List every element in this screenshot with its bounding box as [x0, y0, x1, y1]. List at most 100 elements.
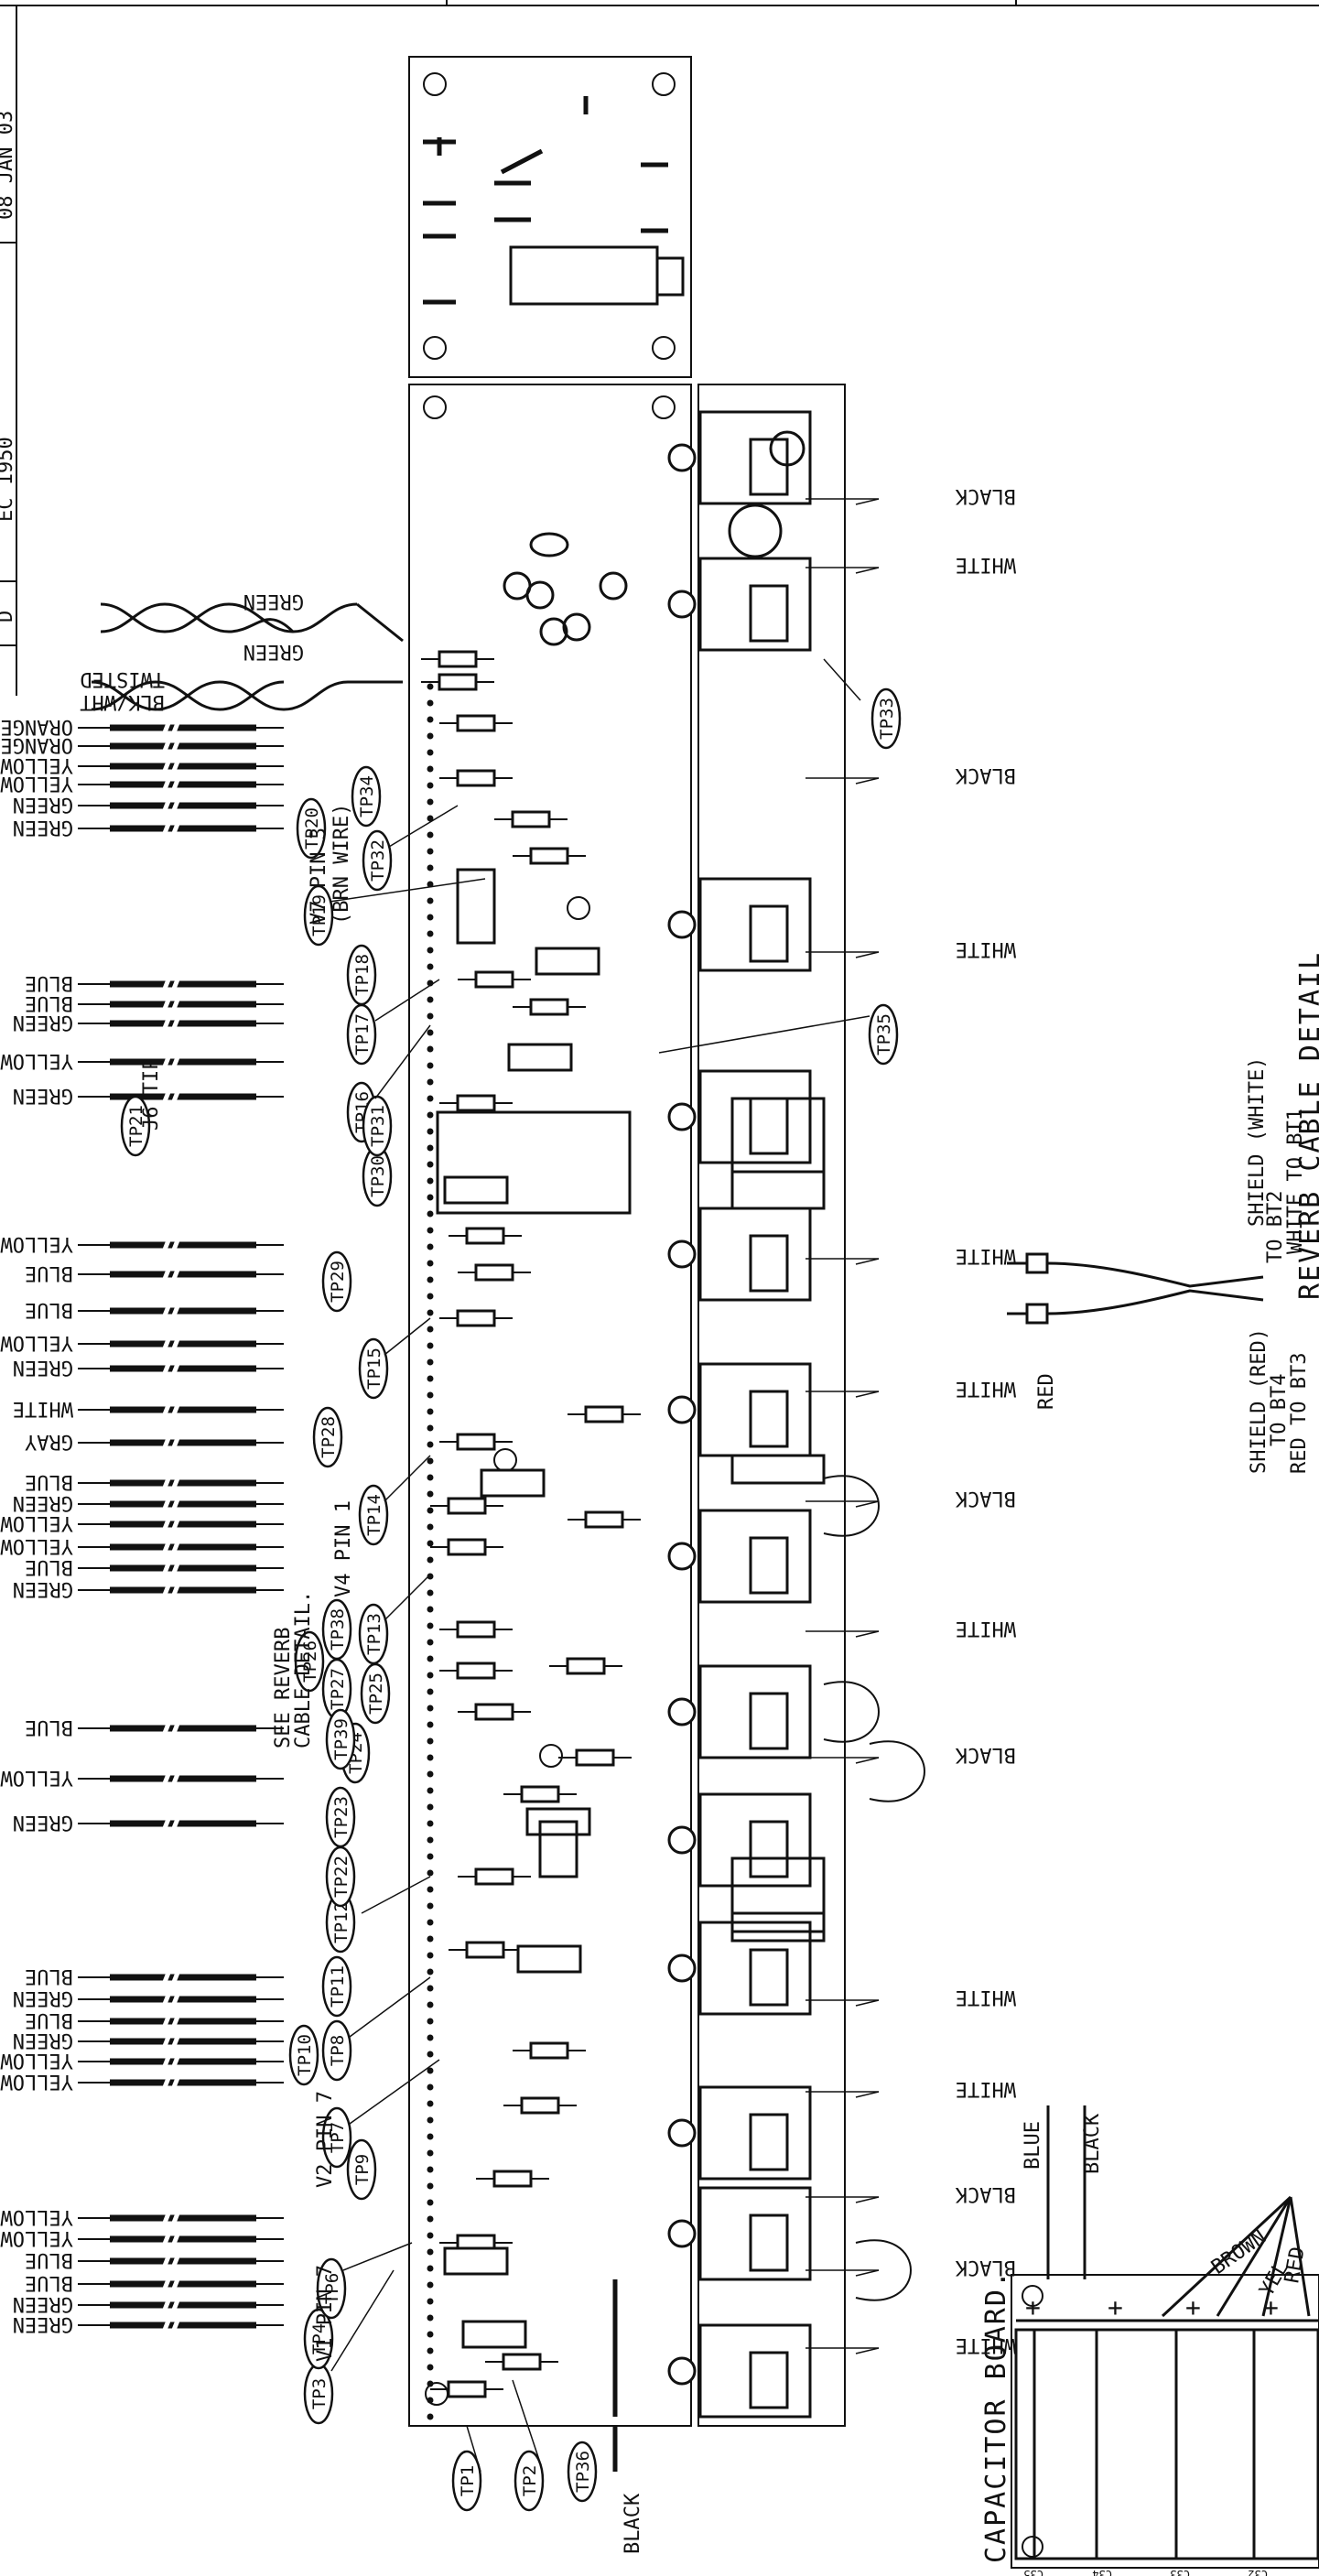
left-wire-label: GREEN: [13, 1356, 73, 1379]
test-point-tp32: TP32: [368, 839, 388, 882]
test-point-tp20: TP20: [302, 807, 322, 850]
svg-text:+: +: [1108, 2292, 1123, 2322]
twisted-green-2: GREEN: [243, 640, 304, 663]
left-wire-label: GREEN: [13, 2292, 73, 2315]
reverb-cable: [1007, 1252, 1264, 1325]
boards: [408, 56, 1319, 2569]
reverb-white-bt1: WHITE TO BT1: [1284, 1109, 1307, 1254]
left-wire-label: ORANGE: [1, 715, 73, 738]
left-wire-label: YELLOW: [0, 1511, 73, 1534]
twisted-pairs: [91, 602, 404, 711]
right-wire-label: WHITE: [956, 1986, 1016, 2008]
right-wire-label: BLACK: [955, 1743, 1016, 1766]
tp10-note: V2 PIN 7: [314, 2091, 337, 2188]
xf1-jack: [509, 245, 659, 306]
left-wire-label: YELLOW: [0, 1232, 73, 1255]
left-wire-label: YELLOW: [0, 1534, 73, 1557]
left-wire-label: YELLOW: [0, 2070, 73, 2093]
test-point-tp17: TP17: [352, 1013, 373, 1055]
left-wire-label: GREEN: [13, 793, 73, 816]
reverb-title: REVERB CABLE DETAIL: [1294, 951, 1319, 1300]
left-wire-label: YELLOW: [0, 2049, 73, 2072]
tp4-note: V1 PIN 7: [314, 2265, 337, 2362]
reverb-shield-white: SHIELD (WHITE): [1246, 1057, 1269, 1227]
left-wire-label: GREEN: [13, 1084, 73, 1107]
test-point-tp18: TP18: [352, 954, 373, 996]
right-wire-label: BLACK: [955, 1487, 1016, 1510]
capacitor-ref-c35: C35: [1023, 2568, 1043, 2576]
jack-board: [697, 384, 846, 2427]
test-point-tp30: TP30: [368, 1155, 388, 1197]
test-point-tp8: TP8: [328, 2035, 348, 2066]
right-wire-label: BLACK: [955, 484, 1016, 507]
right-wire-label: WHITE: [956, 1617, 1016, 1640]
test-point-tp10: TP10: [295, 2034, 315, 2076]
left-wire-label: GREEN: [13, 1491, 73, 1514]
left-wire-label: YELLOW: [0, 1049, 73, 1072]
reverb-shield-red: SHIELD (RED): [1248, 1328, 1270, 1474]
reverb-red: RED: [1035, 1373, 1058, 1410]
test-point-tp11: TP11: [328, 1965, 348, 2008]
capacitor-ref-c32: C32: [1248, 2568, 1268, 2576]
reverb-red-bt3: RED TO BT3: [1288, 1353, 1311, 1474]
test-point-tp12: TP12: [331, 1901, 351, 1943]
test-point-tp22: TP22: [331, 1856, 351, 1898]
left-wire-label: YELLOW: [0, 772, 73, 795]
right-wire-labels: BLACK WHITE BLACK WHITE WHITE WHITE BLACK WHITE…: [805, 484, 1016, 2356]
left-wire-label: GREEN: [13, 1811, 73, 1834]
left-wire-label: BLUE: [25, 991, 73, 1014]
left-wire-label: BLUE: [25, 971, 73, 994]
reverb-to-bt2: TO BT2: [1264, 1191, 1287, 1263]
capacitor-board: [1011, 2274, 1319, 2569]
test-point-tp29: TP29: [328, 1261, 348, 1303]
left-wire-label: BLUE: [25, 1716, 73, 1738]
left-wire-label: BLUE: [25, 1470, 73, 1493]
reverb-ref-1: SEE REVERB: [272, 1628, 295, 1748]
test-point-tp34: TP34: [357, 775, 377, 817]
left-wire-label: YELLOW: [0, 1331, 73, 1354]
left-wire-label: YELLOW: [0, 1766, 73, 1789]
test-point-tp38: TP38: [328, 1608, 348, 1651]
test-point-tp31: TP31: [368, 1105, 388, 1147]
test-point-tp36: TP36: [573, 2451, 593, 2493]
jacks: [667, 410, 826, 2419]
blkwht-label: BLK/WHT: [80, 690, 165, 713]
tp21-note: J6 TIP: [140, 1058, 163, 1131]
right-wire-label: WHITE: [956, 2333, 1016, 2356]
test-point-tp33: TP33: [877, 698, 897, 740]
test-point-tp7: TP7: [328, 2122, 348, 2153]
tp20-note: V7 PIN 3: [308, 828, 330, 925]
test-point-tp28: TP28: [319, 1416, 339, 1458]
test-point-tp14: TP14: [364, 1494, 384, 1536]
left-wire-label: BLUE: [25, 1298, 73, 1321]
right-wire-label: WHITE: [956, 1377, 1016, 1400]
rev-date: 08 JAN 03: [0, 111, 17, 220]
right-wire-label: WHITE: [956, 553, 1016, 576]
test-point-tp13: TP13: [364, 1613, 384, 1655]
test-point-tp27: TP27: [328, 1668, 348, 1710]
right-wire-label: BLACK: [955, 2256, 1016, 2278]
left-wire-label: BLUE: [25, 2248, 73, 2271]
test-point-tp23: TP23: [331, 1796, 351, 1838]
left-wire-bundles: ORANGEORANGEYELLOWYELLOWGREENGREENBLUEBL…: [0, 715, 284, 2335]
twisted-label: TWISTED: [80, 667, 165, 690]
bottom-black-label: BLACK: [622, 2493, 644, 2554]
capacitor-plus-signs: + + + +: [1025, 2292, 1279, 2322]
capacitor-board-title: CAPACITOR BOARD.: [980, 2269, 1012, 2563]
test-point-tp39: TP39: [331, 1718, 351, 1760]
svg-text:+: +: [1185, 2292, 1201, 2322]
capacitor-board-parts: [1014, 2105, 1319, 2560]
left-wire-label: YELLOW: [0, 753, 73, 776]
rev-letter: D: [0, 611, 17, 622]
test-point-tp19: TP19: [309, 894, 330, 936]
test-point-tp26: TP26: [300, 1640, 320, 1683]
left-wire-label: GREEN: [13, 1011, 73, 1034]
test-point-tp25: TP25: [366, 1672, 386, 1715]
left-wire-label: BLUE: [25, 2008, 73, 2031]
svg-text:+: +: [1025, 2292, 1041, 2322]
left-wire-label: GREEN: [13, 1577, 73, 1600]
reverb-ref-2: CABLE DETAIL.: [292, 1591, 315, 1748]
